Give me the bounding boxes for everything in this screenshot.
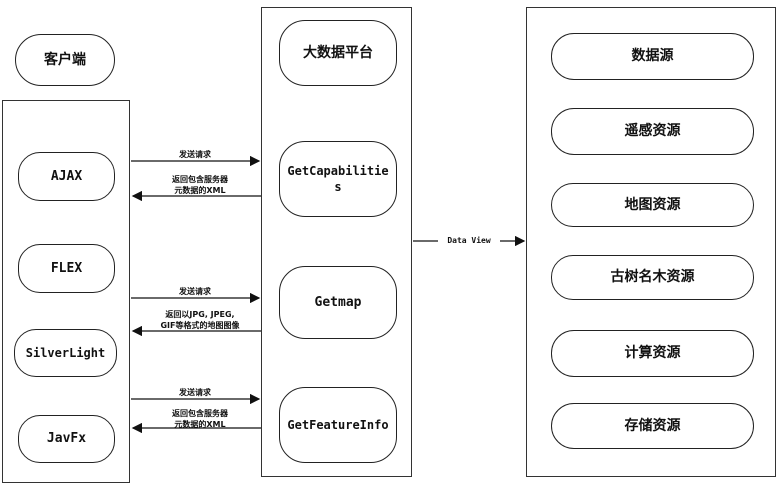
label-request-1: 发送请求 bbox=[179, 150, 211, 159]
client-item-flex[interactable]: FLEX bbox=[18, 244, 115, 293]
source-item-map[interactable]: 地图资源 bbox=[551, 183, 754, 227]
source-item-remote-sensing[interactable]: 遥感资源 bbox=[551, 108, 754, 155]
client-item-ajax[interactable]: AJAX bbox=[18, 152, 115, 201]
label-request-3: 发送请求 bbox=[179, 388, 211, 397]
source-item-storage[interactable]: 存储资源 bbox=[551, 403, 754, 449]
sources-panel bbox=[526, 7, 776, 477]
label-response-2-line2: GIF等格式的地图图像 bbox=[160, 321, 240, 330]
label-response-3-line1: 返回包含服务器 bbox=[172, 409, 228, 418]
label-request-2: 发送请求 bbox=[179, 287, 211, 296]
client-item-silverlight[interactable]: SilverLight bbox=[14, 329, 117, 377]
label-response-1-line2: 元数据的XML bbox=[174, 186, 226, 195]
platform-item-getfeatureinfo[interactable]: GetFeatureInfo bbox=[279, 387, 397, 463]
label-response-2-line1: 返回以JPG, JPEG, bbox=[165, 310, 235, 319]
label-response-3-line2: 元数据的XML bbox=[174, 420, 226, 429]
client-header: 客户端 bbox=[15, 34, 115, 86]
source-item-ancient-trees[interactable]: 古树名木资源 bbox=[551, 255, 754, 300]
label-data-view: Data View bbox=[438, 235, 500, 246]
platform-item-getcapabilities[interactable]: GetCapabilities bbox=[279, 141, 397, 217]
label-response-2: 返回以JPG, JPEG, GIF等格式的地图图像 bbox=[143, 309, 257, 331]
label-response-3: 返回包含服务器 元数据的XML bbox=[150, 408, 250, 430]
client-item-javfx[interactable]: JavFx bbox=[18, 415, 115, 463]
platform-item-getmap[interactable]: Getmap bbox=[279, 266, 397, 339]
label-response-1: 返回包含服务器 元数据的XML bbox=[150, 174, 250, 196]
source-item-data[interactable]: 数据源 bbox=[551, 33, 754, 80]
label-response-1-line1: 返回包含服务器 bbox=[172, 175, 228, 184]
platform-header: 大数据平台 bbox=[279, 20, 397, 86]
source-item-compute[interactable]: 计算资源 bbox=[551, 330, 754, 377]
